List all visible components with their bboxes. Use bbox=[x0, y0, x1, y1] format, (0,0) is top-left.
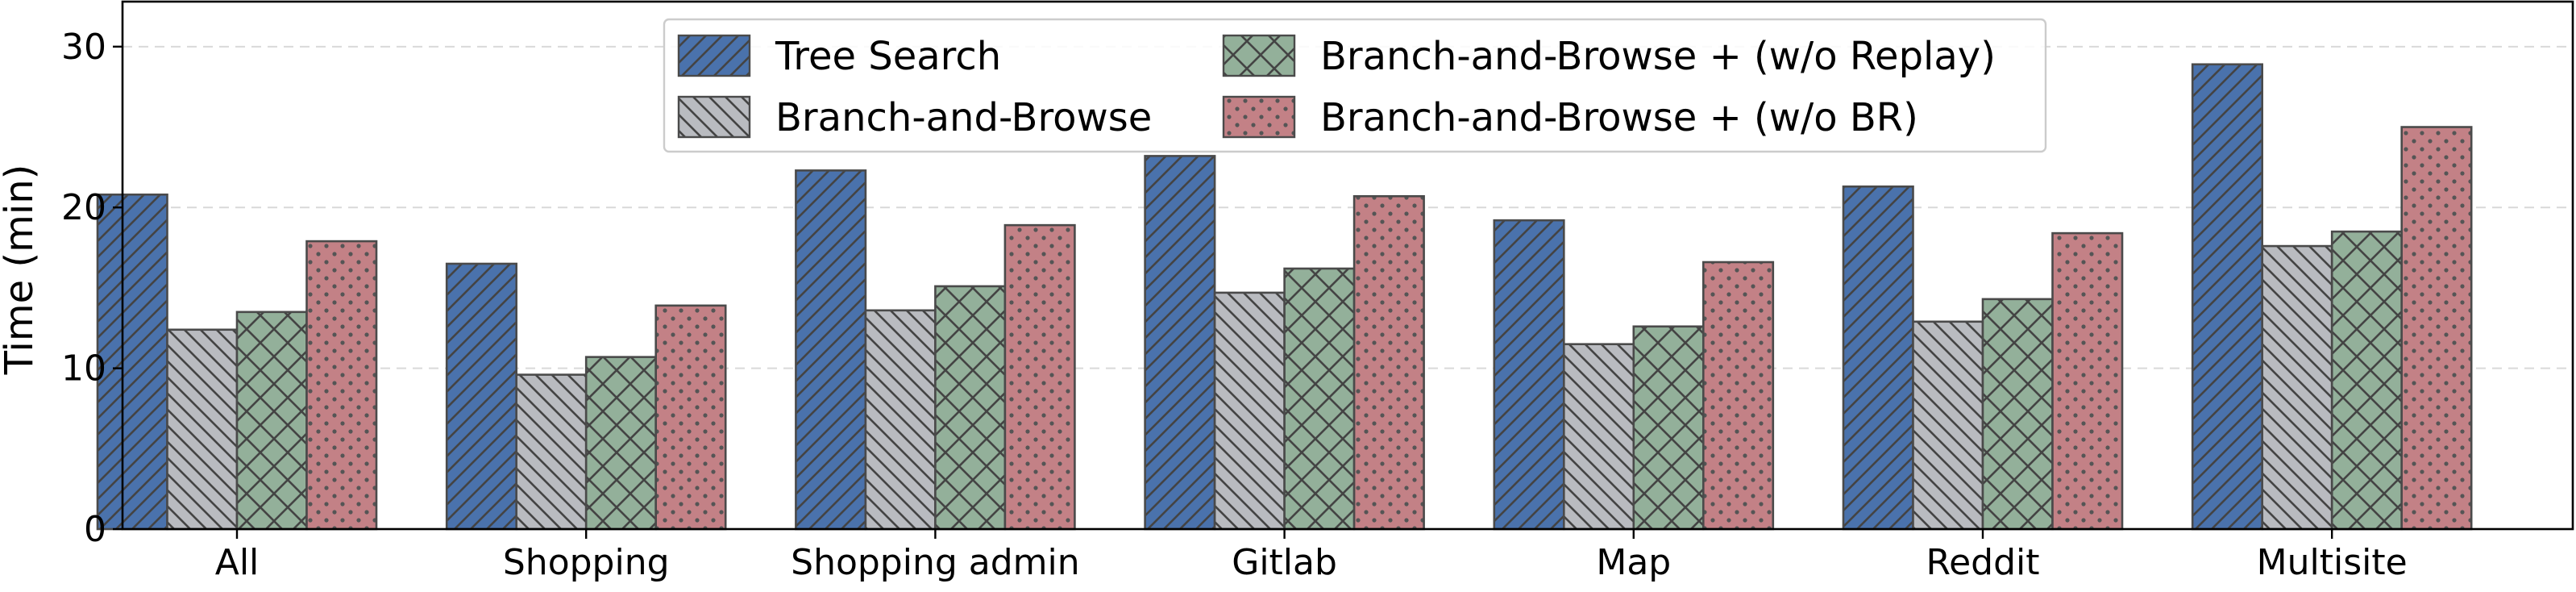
y-tick-label: 0 bbox=[84, 509, 106, 550]
bar-hatch bbox=[96, 193, 168, 531]
bar-hatch bbox=[2191, 63, 2263, 531]
bar-hatch bbox=[1563, 343, 1635, 531]
bar-hatch bbox=[1702, 261, 1775, 531]
bar-hatch bbox=[1981, 298, 2054, 531]
legend-swatch-hatch bbox=[1222, 34, 1296, 77]
bar-hatch bbox=[584, 356, 658, 531]
bar-hatch bbox=[2051, 231, 2124, 531]
bar-hatch bbox=[445, 262, 518, 531]
bar-hatch bbox=[654, 304, 727, 531]
x-tick-label: Multisite bbox=[2257, 542, 2408, 583]
bar-hatch bbox=[1352, 194, 1425, 531]
axes bbox=[113, 0, 2574, 539]
legend-label: Tree Search bbox=[775, 34, 1001, 79]
legend-label: Branch-and-Browse + (w/o BR) bbox=[1320, 95, 1918, 140]
y-tick-label: 20 bbox=[61, 187, 106, 228]
plot-frame bbox=[121, 0, 2574, 531]
bar-hatch bbox=[1283, 267, 1356, 531]
bar-hatch bbox=[515, 373, 588, 531]
legend-label: Branch-and-Browse + (w/o Replay) bbox=[1320, 34, 1996, 79]
bar-hatch bbox=[1632, 325, 1705, 531]
bar-hatch bbox=[166, 328, 239, 531]
bar-hatch bbox=[305, 240, 378, 531]
x-tick-label: Reddit bbox=[1926, 542, 2039, 583]
bar-hatch bbox=[2261, 244, 2333, 531]
bar-hatch bbox=[2330, 230, 2403, 531]
bar-hatch bbox=[1493, 219, 1565, 531]
y-axis-title: Time (min) bbox=[0, 165, 42, 376]
bar-hatch bbox=[1144, 155, 1216, 531]
legend-swatch-hatch bbox=[677, 95, 751, 139]
legend-box bbox=[663, 18, 2047, 153]
legend-label: Branch-and-Browse bbox=[775, 95, 1152, 140]
bar-hatch bbox=[1213, 291, 1286, 531]
bar-hatch bbox=[795, 169, 867, 531]
bar-hatch bbox=[864, 309, 937, 531]
x-tick-label: Shopping bbox=[503, 542, 670, 583]
bar-hatch bbox=[1003, 223, 1076, 531]
bar-hatch bbox=[934, 285, 1007, 531]
bar-hatch bbox=[1842, 185, 1914, 531]
bar-hatch bbox=[1912, 320, 1984, 531]
x-tick-label: Gitlab bbox=[1232, 542, 1337, 583]
legend-swatch-hatch bbox=[1222, 95, 1296, 139]
x-tick-label: Map bbox=[1596, 542, 1671, 583]
legend-swatch-hatch bbox=[677, 34, 751, 77]
x-tick-label: All bbox=[215, 542, 260, 583]
x-tick-label: Shopping admin bbox=[791, 542, 1080, 583]
y-tick-label: 30 bbox=[61, 27, 106, 68]
bar-hatch bbox=[2400, 126, 2473, 531]
y-tick-label: 10 bbox=[61, 348, 106, 390]
bar-hatch bbox=[235, 311, 308, 531]
